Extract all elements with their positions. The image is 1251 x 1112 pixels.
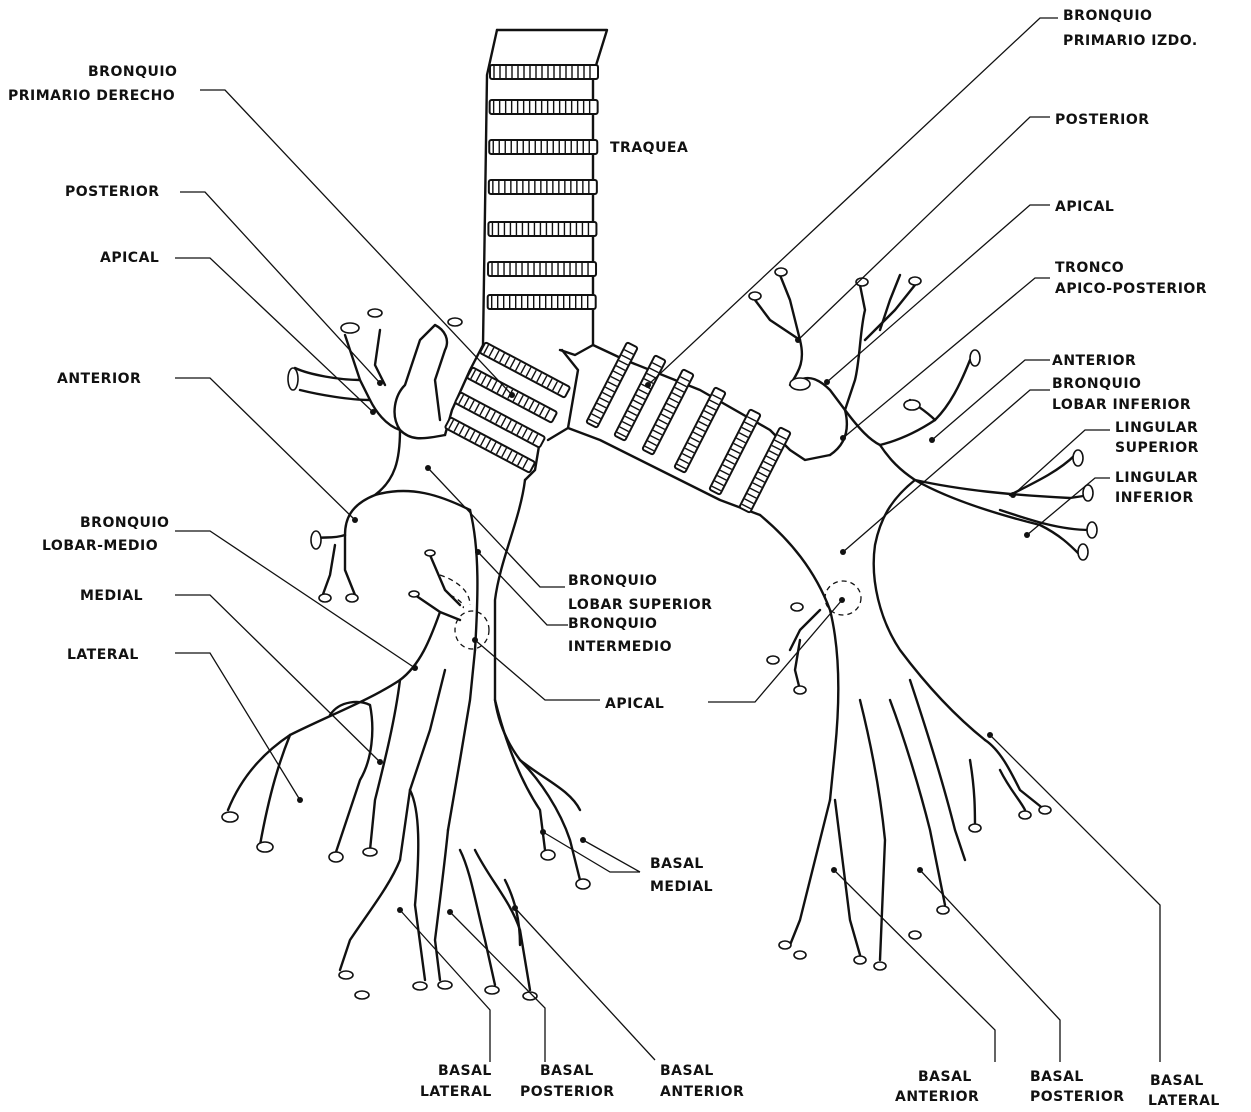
label-lobar-inferior-1: BRONQUIO xyxy=(1052,376,1141,392)
label-bronquio-primario-izdo-2: PRIMARIO IZDO. xyxy=(1063,33,1198,49)
trachea-rings xyxy=(488,65,598,309)
label-lobar-inferior-2: LOBAR INFERIOR xyxy=(1052,397,1191,413)
label-lingular-superior-2: SUPERIOR xyxy=(1115,440,1199,456)
trachea xyxy=(483,30,607,345)
label-left-basal-posterior-1: BASAL xyxy=(1030,1069,1084,1085)
label-intermedio-2: INTERMEDIO xyxy=(568,639,672,655)
leader-lines xyxy=(175,18,1160,1062)
label-tronco-2: APICO-POSTERIOR xyxy=(1055,281,1207,297)
label-left-basal-lateral-1: BASAL xyxy=(1150,1073,1204,1089)
label-basal-medial-1: BASAL xyxy=(650,856,704,872)
label-traquea: TRAQUEA xyxy=(610,140,688,156)
label-left-basal-anterior-2: ANTERIOR xyxy=(895,1089,979,1105)
label-left-apical: APICAL xyxy=(1055,199,1114,215)
label-bronquio-lobar-medio-1: BRONQUIO xyxy=(80,515,169,531)
label-right-apical: APICAL xyxy=(100,250,159,266)
label-lobar-superior-2: LOBAR SUPERIOR xyxy=(568,597,712,613)
label-right-basal-lateral-2: LATERAL xyxy=(420,1084,492,1100)
label-lingular-superior-1: LINGULAR xyxy=(1115,420,1198,436)
label-bronquio-primario-derecho-1: BRONQUIO xyxy=(88,64,177,80)
label-left-basal-posterior-2: POSTERIOR xyxy=(1030,1089,1125,1105)
label-apical-lower: APICAL xyxy=(605,696,664,712)
label-right-basal-anterior-2: ANTERIOR xyxy=(660,1084,744,1100)
label-left-anterior: ANTERIOR xyxy=(1052,353,1136,369)
label-basal-medial-2: MEDIAL xyxy=(650,879,713,895)
label-right-medial: MEDIAL xyxy=(80,588,143,604)
right-bronchus-rings xyxy=(445,342,570,473)
label-left-posterior: POSTERIOR xyxy=(1055,112,1150,128)
label-right-basal-posterior-2: POSTERIOR xyxy=(520,1084,615,1100)
label-right-basal-anterior-1: BASAL xyxy=(660,1063,714,1079)
left-bronchial-tree xyxy=(749,268,1097,970)
label-bronquio-primario-derecho-2: PRIMARIO DERECHO xyxy=(8,88,175,104)
label-right-anterior: ANTERIOR xyxy=(57,371,141,387)
label-lobar-superior-1: BRONQUIO xyxy=(568,573,657,589)
label-bronquio-primario-izdo-1: BRONQUIO xyxy=(1063,8,1152,24)
label-right-basal-lateral-1: BASAL xyxy=(438,1063,492,1079)
label-left-basal-anterior-1: BASAL xyxy=(918,1069,972,1085)
label-right-basal-posterior-1: BASAL xyxy=(540,1063,594,1079)
label-intermedio-1: BRONQUIO xyxy=(568,616,657,632)
label-left-basal-lateral-2: LATERAL xyxy=(1148,1093,1220,1107)
labels: TRAQUEA BRONQUIO PRIMARIO DERECHO BRONQU… xyxy=(8,8,1220,1107)
label-lingular-inferior-2: INFERIOR xyxy=(1115,490,1194,506)
left-bronchus-rings xyxy=(586,342,791,513)
label-right-lateral: LATERAL xyxy=(67,647,139,663)
label-bronquio-lobar-medio-2: LOBAR-MEDIO xyxy=(42,538,158,554)
label-right-posterior: POSTERIOR xyxy=(65,184,160,200)
label-tronco-1: TRONCO xyxy=(1055,260,1124,276)
label-lingular-inferior-1: LINGULAR xyxy=(1115,470,1198,486)
main-bronchi xyxy=(445,342,830,515)
